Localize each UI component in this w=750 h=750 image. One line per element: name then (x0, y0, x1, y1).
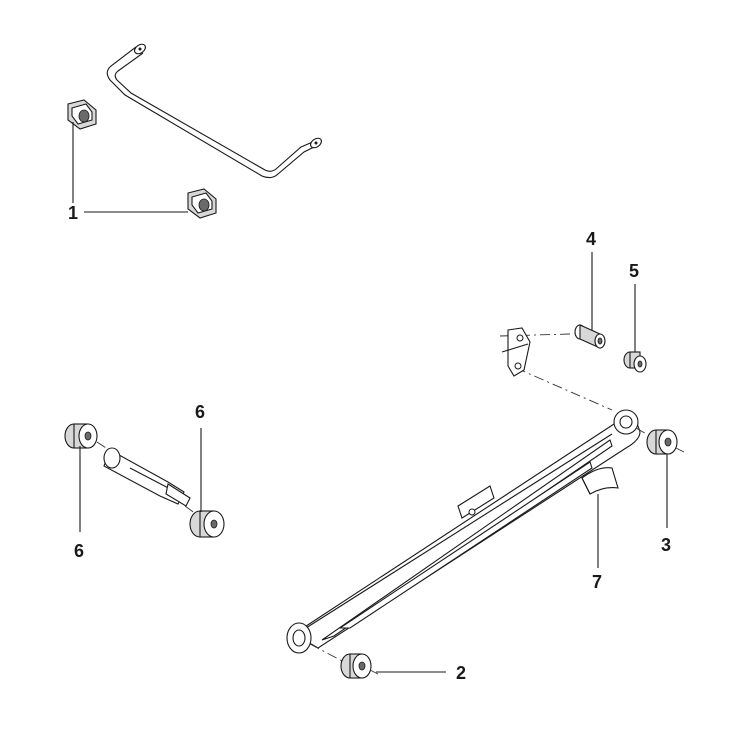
anti-roll-bar-bush (67, 99, 97, 130)
callout-3: 3 (661, 535, 671, 555)
callout-4: 4 (586, 229, 596, 249)
spring-eye-bush (646, 429, 678, 455)
callout-6-left: 6 (74, 541, 84, 561)
shackle-bush (623, 351, 647, 373)
callout-2: 2 (456, 663, 466, 683)
callout-5: 5 (629, 261, 639, 281)
leaf-spring (286, 409, 641, 654)
spring-eye-bush (340, 653, 372, 679)
callout-7: 7 (592, 572, 602, 592)
anti-roll-bar-bush (187, 188, 217, 219)
shock-absorber-bush (64, 423, 98, 449)
shackle-plate (501, 327, 531, 377)
callout-6-right: 6 (195, 402, 205, 422)
anti-roll-bar (106, 43, 322, 179)
callout-1: 1 (68, 203, 78, 223)
leaf-clip-pad (581, 467, 619, 495)
shackle-pin (574, 324, 606, 349)
shock-absorber (103, 447, 191, 507)
shock-absorber-bush (189, 510, 225, 538)
